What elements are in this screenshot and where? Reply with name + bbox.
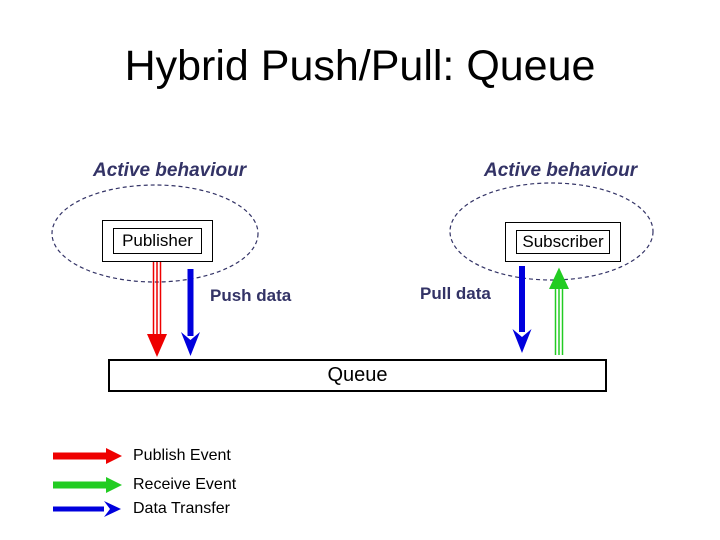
- slide-title: Hybrid Push/Pull: Queue: [124, 42, 596, 90]
- active-behaviour-label-left: Active behaviour: [93, 160, 247, 181]
- subscriber-box-inner: Subscriber: [516, 230, 610, 254]
- publish-event-arrow: [147, 261, 167, 357]
- publisher-label: Publisher: [122, 231, 193, 250]
- data-transfer-arrow-left: [181, 269, 200, 356]
- left-region-ellipse: [51, 184, 259, 283]
- data-transfer-arrow-right: [512, 266, 532, 353]
- legend-item-data-transfer: Data Transfer: [53, 499, 230, 519]
- pull-data-label: Pull data: [420, 284, 491, 303]
- right-region-ellipse: [449, 182, 654, 281]
- receive-event-arrow: [549, 267, 569, 355]
- queue-box: Queue: [108, 359, 607, 392]
- receive-arrow-icon: [53, 477, 122, 493]
- queue-label: Queue: [327, 364, 388, 386]
- legend-item-publish-event: Publish Event: [53, 446, 231, 466]
- active-behaviour-label-right: Active behaviour: [484, 160, 638, 181]
- subscriber-box: Subscriber: [505, 222, 621, 262]
- publish-arrow-icon: [53, 448, 122, 464]
- legend-item-receive-event: Receive Event: [53, 475, 236, 495]
- legend-label: Publish Event: [133, 447, 231, 464]
- publisher-box-inner: Publisher: [113, 228, 202, 254]
- push-data-label: Push data: [210, 286, 292, 305]
- subscriber-label: Subscriber: [522, 232, 604, 251]
- transfer-arrow-icon: [53, 501, 121, 517]
- legend-label: Receive Event: [133, 476, 237, 493]
- legend-label: Data Transfer: [133, 500, 230, 517]
- publisher-box: Publisher: [102, 220, 213, 262]
